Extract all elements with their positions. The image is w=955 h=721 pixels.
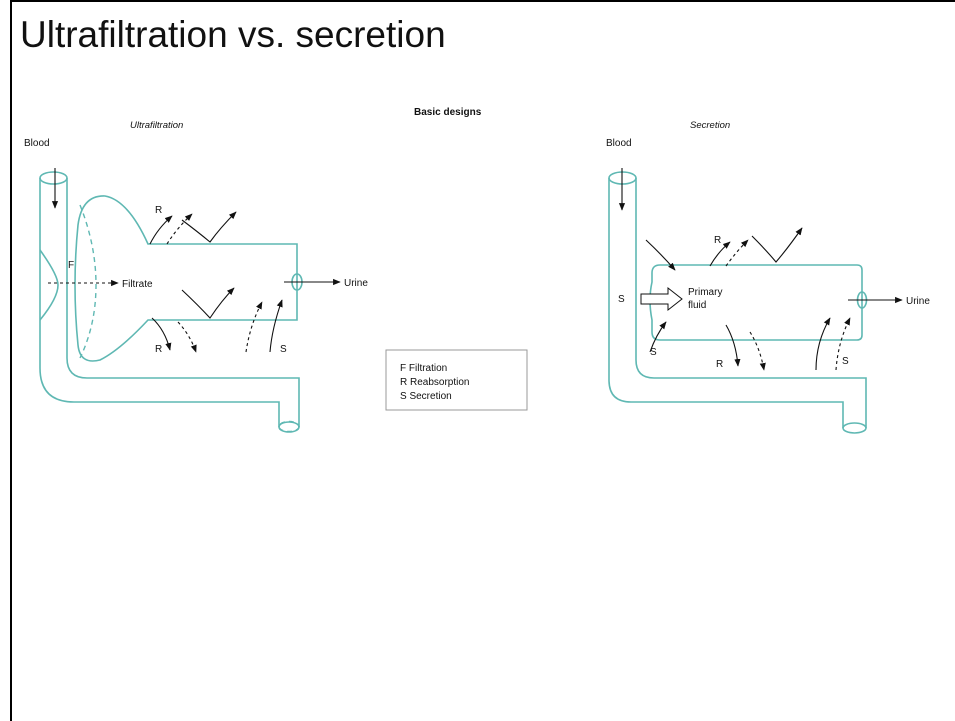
- uf-blood-label: Blood: [24, 138, 50, 149]
- sec-blood-vessel: [608, 178, 867, 428]
- legend-reabsorption: R Reabsorption: [400, 377, 469, 388]
- sec-primary-label: Primary: [688, 287, 722, 298]
- legend-filtration: F Filtration: [400, 363, 447, 374]
- secretion-title: Secretion: [690, 120, 730, 131]
- legend-box: [385, 349, 528, 411]
- sec-blood-label: Blood: [606, 138, 632, 149]
- legend: F Filtration R Reabsorption S Secretion: [385, 349, 528, 411]
- uf-vessel-opening-top: [39, 171, 68, 185]
- sec-secretion-arrow: [640, 286, 683, 312]
- sec-urine-label: Urine: [906, 296, 930, 307]
- uf-f-label: F: [68, 260, 74, 271]
- ultrafiltration-diagram: Ultrafiltration Blood F Filtrate Urine R…: [24, 120, 368, 433]
- uf-urine-label: Urine: [344, 278, 368, 289]
- sec-r-bottom-label: R: [716, 359, 723, 370]
- sec-vessel-opening-bottom: [842, 422, 867, 434]
- sec-s-left-label: S: [618, 294, 625, 305]
- uf-r-bottom-label: R: [155, 344, 162, 355]
- sec-r-top-label: R: [714, 235, 721, 246]
- sec-tubule: [649, 264, 863, 341]
- sec-s-right-label: S: [842, 356, 849, 367]
- sec-fluid-label: fluid: [688, 300, 706, 311]
- ultrafiltration-title: Ultrafiltration: [130, 120, 183, 131]
- uf-capsule-membrane: [79, 204, 97, 359]
- slide-title: Ultrafiltration vs. secretion: [20, 14, 446, 55]
- uf-r-top-label: R: [155, 205, 162, 216]
- uf-blood-vessel: [39, 178, 300, 427]
- uf-filtrate-label: Filtrate: [122, 279, 153, 290]
- sec-s-lower-label: S: [650, 347, 657, 358]
- legend-secretion: S Secretion: [400, 391, 452, 402]
- uf-s-label: S: [280, 344, 287, 355]
- figure-heading: Basic designs: [414, 107, 482, 118]
- uf-capsule-tubule: [74, 195, 298, 362]
- uf-vessel-bulge: [39, 249, 59, 321]
- secretion-diagram: Secretion Blood S Primary fluid Urine S …: [606, 120, 930, 434]
